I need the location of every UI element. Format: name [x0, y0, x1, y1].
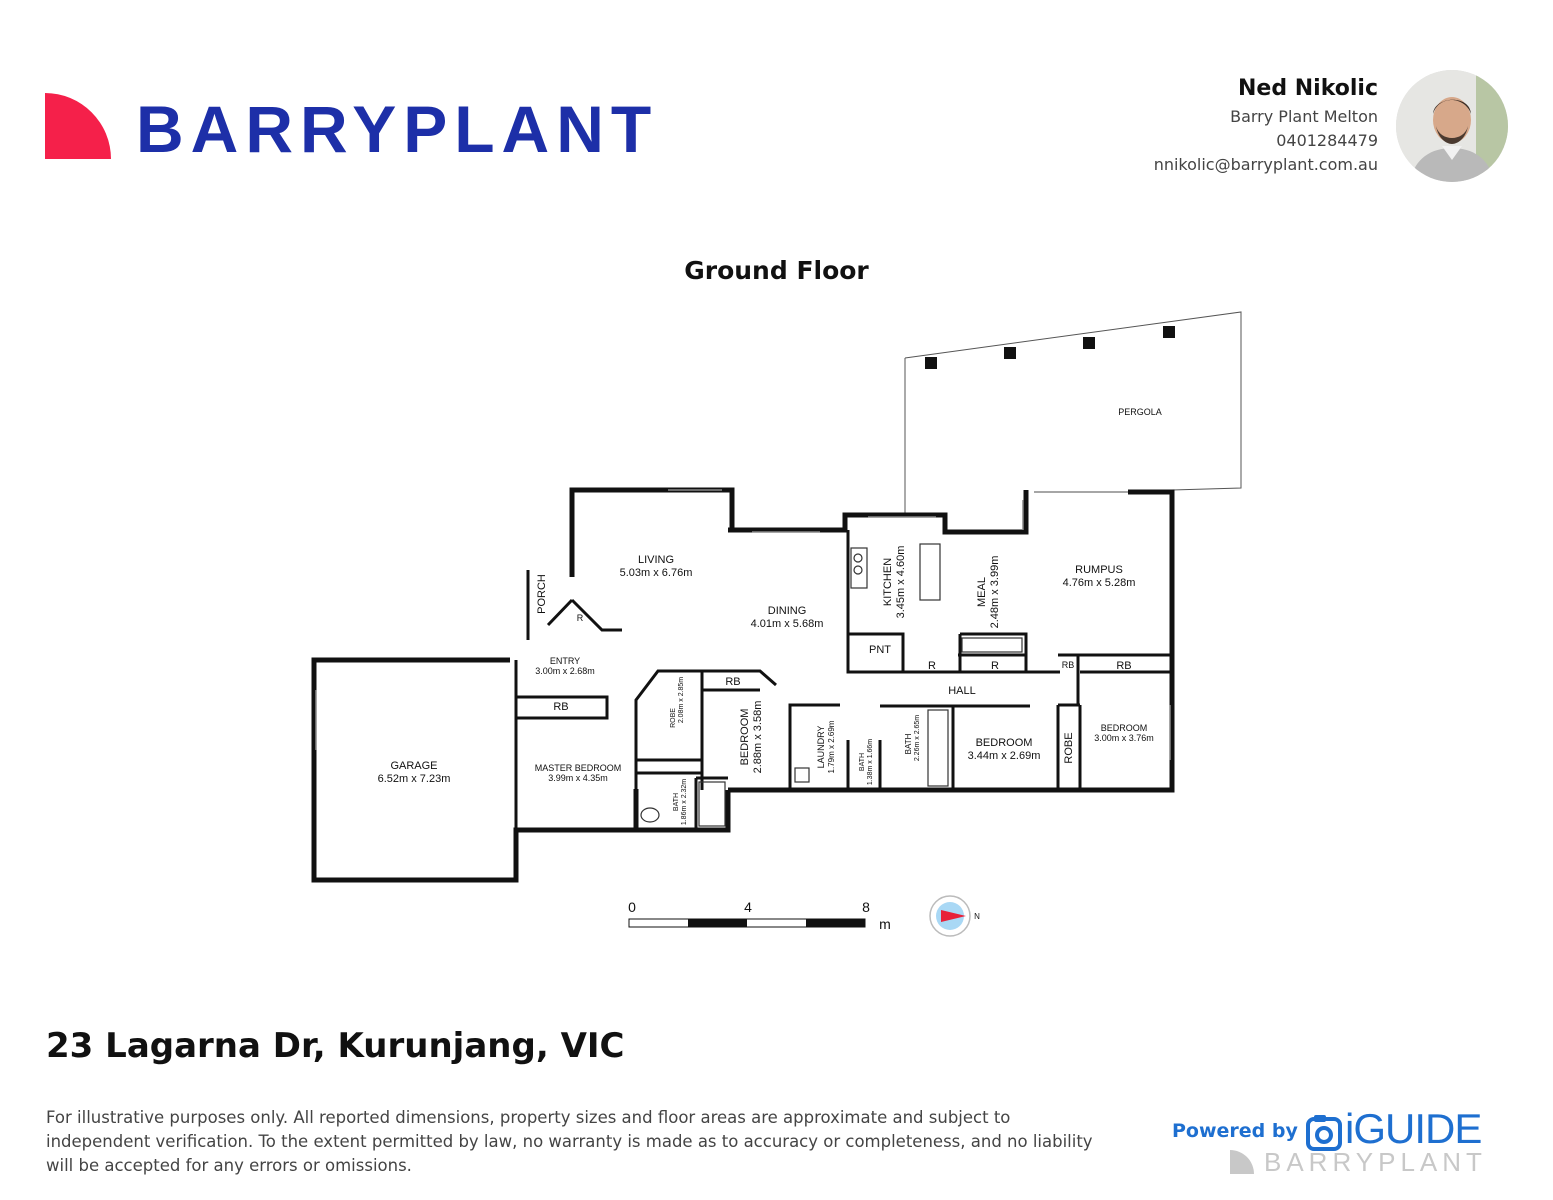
agent-email[interactable]: nnikolic@barryplant.com.au [1153, 155, 1378, 174]
dining-label: DINING [768, 605, 807, 617]
robe1-label: ROBE [670, 708, 677, 728]
pnt-label: PNT [869, 644, 891, 656]
rumpus-label: RUMPUS [1075, 564, 1123, 576]
bath3-label: BATH [904, 733, 913, 754]
bath2-label: BATH [859, 753, 866, 771]
living-size: 5.03m x 6.76m [620, 567, 693, 579]
master-size: 3.99m x 4.35m [548, 773, 608, 783]
scale-unit: m [879, 916, 891, 932]
window-openings [315, 489, 1171, 760]
bedroom3-label: BEDROOM [1101, 723, 1148, 733]
scale-tick-8: 8 [862, 899, 870, 915]
r-label-3: R [991, 660, 999, 672]
kitchen-size: 3.45m x 4.60m [895, 546, 907, 619]
bedroom2-label: BEDROOM [976, 737, 1033, 749]
property-address: 23 Lagarna Dr, Kurunjang, VIC [46, 1026, 625, 1066]
pergola-label: PERGOLA [1118, 407, 1162, 417]
entry-label: ENTRY [550, 656, 580, 666]
kitchen-label: KITCHEN [882, 558, 894, 606]
bedroom3-size: 3.00m x 3.76m [1094, 733, 1154, 743]
scale-tick-4: 4 [744, 899, 752, 915]
laundry-label: LAUNDRY [816, 726, 826, 769]
hall-label: HALL [948, 685, 976, 697]
porch-label: PORCH [536, 574, 548, 614]
r-label-2: R [928, 660, 936, 672]
agent-name: Ned Nikolic [1238, 76, 1378, 101]
robe1-size: 2.08m x 2.85m [678, 677, 685, 723]
master-label: MASTER BEDROOM [535, 763, 622, 773]
agent-phone[interactable]: 0401284479 [1276, 131, 1378, 150]
r-label-1: R [577, 613, 584, 623]
interior-walls [514, 530, 1172, 830]
bath1-label: BATH [673, 793, 680, 811]
floor-plan: LIVING 5.03m x 6.76m DINING 4.01m x 5.68… [311, 311, 1242, 937]
iguide-camera-icon [1306, 1115, 1342, 1151]
pergola-outline [904, 311, 1242, 515]
laundry-size: 1.79m x 2.69m [827, 720, 836, 773]
agent-avatar [1396, 70, 1508, 182]
entry-size: 3.00m x 2.68m [535, 666, 595, 676]
rb-label-4: RB [1116, 660, 1131, 672]
dining-size: 4.01m x 5.68m [751, 618, 824, 630]
meal-size: 2.48m x 3.99m [989, 556, 1001, 629]
exterior-walls [311, 487, 1175, 883]
rotated-room-labels: PORCH KITCHEN 3.45m x 4.60m MEAL 2.48m x… [536, 546, 1075, 826]
brand-name: BARRYPLANT [136, 92, 659, 166]
agent-contact: Ned Nikolic Barry Plant Melton 040128447… [1154, 76, 1378, 177]
compass-icon: N [929, 895, 980, 937]
room-labels: LIVING 5.03m x 6.76m DINING 4.01m x 5.68… [378, 407, 1162, 785]
rb-label-2: RB [725, 676, 740, 688]
rb-label-3: RB [1062, 660, 1075, 670]
disclaimer: For illustrative purposes only. All repo… [46, 1108, 1093, 1175]
bath2-size: 1.38m x 1.66m [867, 739, 874, 785]
north-label: N [974, 912, 980, 921]
bedroom2-size: 3.44m x 2.69m [968, 750, 1041, 762]
footer-brand-name: BARRYPLANT [1264, 1147, 1487, 1177]
bath1-size: 1.86m x 2.32m [681, 779, 688, 825]
living-label: LIVING [638, 554, 674, 566]
bedroom1-size: 2.88m x 3.58m [752, 701, 764, 774]
footer-brand-mark-icon [1230, 1150, 1254, 1174]
brand-logo-mark-icon [45, 93, 111, 159]
robe2-label: ROBE [1063, 732, 1075, 763]
pergola-posts [925, 326, 1175, 369]
meal-label: MEAL [976, 577, 988, 607]
scale-tick-0: 0 [628, 899, 636, 915]
rb-label-1: RB [553, 701, 568, 713]
bath3-size: 2.26m x 2.65m [914, 715, 921, 761]
scale-bar: 0 4 8 m [628, 899, 891, 932]
iguide-wordmark: iGUIDE [1345, 1105, 1482, 1152]
bedroom1-label: BEDROOM [739, 709, 751, 766]
fixtures [640, 543, 1023, 827]
garage-size: 6.52m x 7.23m [378, 773, 451, 785]
agent-office: Barry Plant Melton [1230, 107, 1378, 126]
garage-label: GARAGE [390, 760, 437, 772]
rumpus-size: 4.76m x 5.28m [1063, 577, 1136, 589]
floor-title: Ground Floor [684, 256, 869, 285]
powered-by-label: Powered by [1172, 1120, 1298, 1142]
